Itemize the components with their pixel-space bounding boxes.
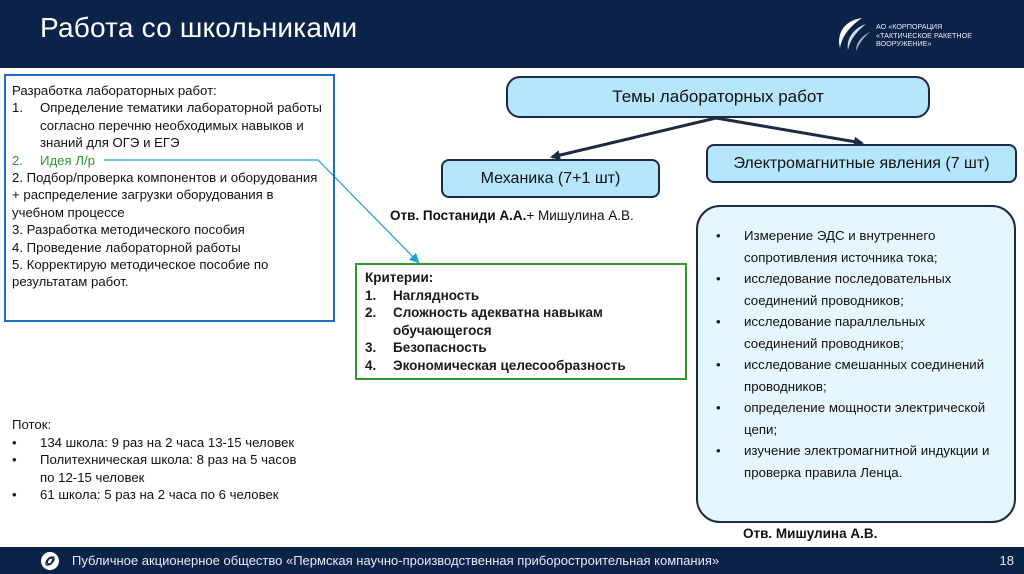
list-item: •Измерение ЭДС и внутреннего сопротивлен… <box>716 228 938 265</box>
list-item: 5. Корректирую методическое пособие по р… <box>12 257 269 290</box>
list-item: •исследование последовательных соединени… <box>716 271 952 308</box>
header-bar: Работа со школьниками АО «Корпорация «Та… <box>0 0 1024 68</box>
list-item: •исследование смешанных соединений прово… <box>716 357 985 394</box>
mechanics-responsible: Отв. Постаниди А.А.+ Мишулина А.В. <box>390 208 634 223</box>
corporation-logo-icon <box>839 18 870 51</box>
page-number: 18 <box>999 553 1014 568</box>
footer-bar: Публичное акционерное общество «Пермская… <box>0 547 1024 574</box>
criteria-box: Критерии: 1.Наглядность 2.Сложность адек… <box>355 263 687 380</box>
corporation-logo-text: АО «Корпорация «Тактическое ракетное воо… <box>876 22 973 49</box>
list-item: 3. Разработка методического пособия <box>12 222 245 238</box>
list-item: 3.Безопасность <box>365 340 487 356</box>
lab-development-box: Разработка лабораторных работ: 1. Опреде… <box>4 74 335 322</box>
list-item: •изучение электромагнитной индукции и пр… <box>716 443 990 480</box>
list-item: 2. Подбор/проверка компонентов и оборудо… <box>12 170 318 220</box>
electromagnetic-responsible: Отв. Мишулина А.В. <box>743 526 878 541</box>
electromagnetic-node: Электромагнитные явления (7 шт) <box>706 144 1017 183</box>
list-item-idea: 2. Идея Л/р <box>12 152 95 168</box>
list-item: 2.Сложность адекватна навыкам обучающего… <box>365 305 603 338</box>
mechanics-node: Механика (7+1 шт) <box>441 159 660 198</box>
lab-development-title: Разработка лабораторных работ: <box>12 83 217 98</box>
arrow-to-mechanics <box>550 116 717 161</box>
criteria-title: Критерии: <box>365 270 434 285</box>
company-logo-icon <box>41 552 59 570</box>
arrow-to-electro <box>715 116 864 147</box>
electromagnetic-works-list: •Измерение ЭДС и внутреннего сопротивлен… <box>696 205 1016 523</box>
list-item: 1. Определение тематики лабораторной раб… <box>12 100 322 151</box>
list-item: •исследование параллельных соединений пр… <box>716 314 926 351</box>
page-title: Работа со школьниками <box>40 12 358 43</box>
flow-title: Поток: <box>12 417 52 432</box>
list-item: 4.Экономическая целесообразность <box>365 357 626 373</box>
topics-main-node: Темы лабораторных работ <box>506 76 930 118</box>
list-item: 4. Проведение лабораторной работы <box>12 239 241 255</box>
list-item: •определение мощности электрической цепи… <box>716 400 986 437</box>
footer-company-name: Публичное акционерное общество «Пермская… <box>72 553 720 568</box>
list-item: •61 школа: 5 раз на 2 часа по 6 человек <box>12 487 279 503</box>
list-item: •Политехническая школа: 8 раз на 5 часов… <box>12 452 297 485</box>
flow-section: Поток: •134 школа: 9 раз на 2 часа 13-15… <box>12 416 302 504</box>
list-item: •134 школа: 9 раз на 2 часа 13-15 челове… <box>12 434 295 450</box>
list-item: 1.Наглядность <box>365 287 480 303</box>
